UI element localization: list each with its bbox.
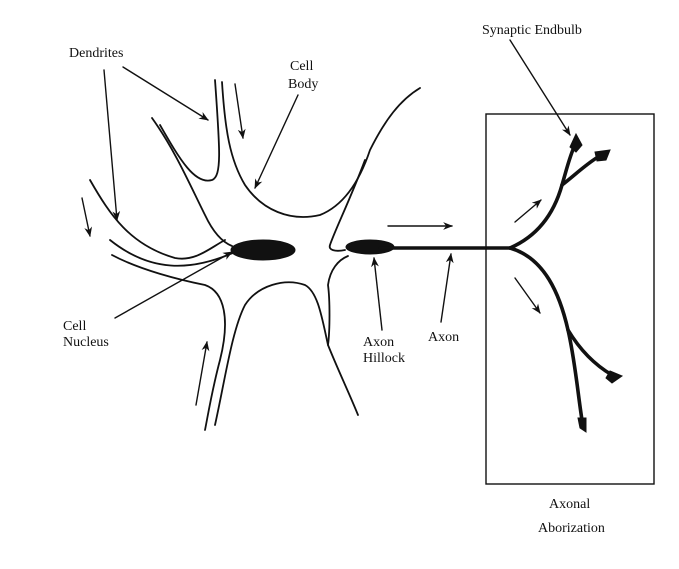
leader-dendrites-2 (103, 69, 121, 221)
leader-synaptic-endbulb (509, 39, 571, 136)
endbulb-lower-right (605, 370, 624, 384)
label-dendrites: Dendrites (69, 46, 123, 61)
label-axon-hillock-1: Axon (363, 335, 394, 350)
endbulb-bottom (577, 417, 587, 433)
dendrite-top-branch (159, 79, 221, 182)
leader-axon (440, 253, 454, 323)
cell-body-outline (89, 79, 421, 431)
arrow-branch-down (514, 277, 541, 314)
label-cell-body-2: Body (288, 77, 318, 92)
cell-nucleus-shape (230, 239, 296, 261)
dendrite-upper-left-inner (109, 239, 236, 267)
leader-dendrites-1 (122, 66, 209, 121)
leader-cell-body (254, 94, 299, 189)
arrow-dendrite-top (234, 83, 246, 139)
arborization-box (485, 113, 655, 485)
branch-lower-fork (566, 328, 614, 377)
arrow-dendrite-bottom (195, 341, 210, 406)
endbulb-upper-right (594, 149, 611, 162)
label-axonal-aborization-1: Axonal (549, 497, 590, 512)
synaptic-endbulbs (569, 132, 624, 433)
axon-terminal-branches (508, 143, 614, 422)
label-axonal-aborization-2: Aborization (538, 521, 605, 536)
endbulb-top (569, 132, 583, 153)
label-cell-nucleus-1: Cell (63, 319, 86, 334)
branch-upper-fork (560, 155, 600, 187)
label-leader-lines (103, 39, 571, 331)
dendrite-lower-left (111, 254, 226, 431)
dendrite-top-branch-right (221, 81, 421, 218)
leader-axon-hillock (371, 257, 383, 331)
label-cell-body-1: Cell (290, 59, 313, 74)
signal-direction-arrows (81, 83, 542, 406)
label-cell-nucleus-2: Nucleus (63, 335, 109, 350)
arrow-dendrite-left (81, 197, 93, 237)
dendrite-top-left-branch (151, 117, 233, 247)
label-synaptic-endbulb: Synaptic Endbulb (482, 23, 582, 38)
label-axon: Axon (428, 330, 459, 345)
label-axon-hillock-2: Hillock (363, 351, 405, 366)
dendrite-upper-left (89, 179, 226, 260)
dendrite-lower-right (327, 255, 359, 416)
leader-cell-nucleus (114, 251, 233, 319)
soma-lower-contour (214, 281, 329, 426)
soma-right-upper-contour (328, 159, 366, 252)
arrow-branch-up (514, 199, 542, 223)
branch-upper (508, 143, 577, 250)
